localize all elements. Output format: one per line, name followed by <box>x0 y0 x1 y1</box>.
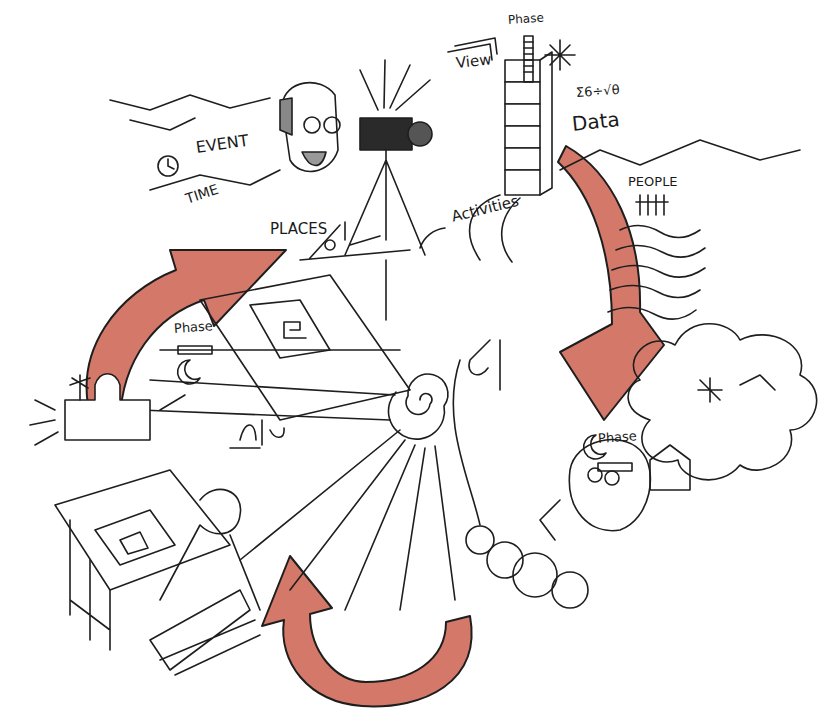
sketch-label: Activities <box>450 194 520 225</box>
tower-block <box>505 82 540 104</box>
house <box>65 374 150 440</box>
spark <box>545 40 575 70</box>
chain-circle <box>513 553 557 597</box>
glasses <box>304 117 320 133</box>
tripod <box>345 150 425 255</box>
sketch-label: PEOPLE <box>628 175 678 188</box>
plan-spiral <box>284 322 306 338</box>
sketch-label: TIME <box>184 182 220 206</box>
designer-figure <box>160 489 260 610</box>
chain-circle <box>552 572 588 608</box>
drawing-on-board <box>95 510 175 565</box>
sketch-label: View <box>455 52 492 71</box>
table-legs <box>70 520 110 650</box>
tower-block <box>505 104 540 126</box>
phase-ladder <box>598 463 632 471</box>
glasses <box>605 471 619 485</box>
leader-line <box>385 260 387 320</box>
hair <box>280 98 292 135</box>
camera-lens <box>408 122 432 146</box>
sketch-label: EVENT <box>195 133 250 156</box>
sketch-label: PLACES <box>270 222 327 237</box>
tower-side <box>540 52 552 195</box>
sketch-line <box>110 95 270 110</box>
sketch-label: Phase <box>174 319 214 335</box>
cloud-sketch <box>698 375 775 402</box>
thought-cloud <box>628 324 817 480</box>
tower-block <box>505 148 540 170</box>
chain-circle <box>487 542 523 578</box>
sketch-label: Data <box>571 109 621 134</box>
clock-symbol <box>158 156 178 176</box>
phase-ladder <box>178 346 212 354</box>
tower-block <box>505 170 540 195</box>
plan-sketch <box>200 275 410 420</box>
head-outline <box>569 440 650 531</box>
camera-body <box>360 118 412 150</box>
radiating-lines <box>240 430 455 610</box>
phase-ladder <box>524 36 533 82</box>
sketch-line <box>130 118 195 130</box>
tower-block <box>505 60 540 82</box>
camera-flash <box>360 60 430 110</box>
sketch-label: Σ6÷√θ <box>576 83 620 99</box>
drafting-table <box>55 470 230 590</box>
tree <box>70 375 90 400</box>
crescent <box>178 360 200 384</box>
clock-hands <box>168 159 174 169</box>
sketch-label: Phase <box>508 12 545 26</box>
sketch-label: Phase <box>598 429 638 445</box>
house-rays <box>30 395 185 445</box>
ladder-rungs <box>524 42 533 72</box>
paper-sheets <box>150 590 260 675</box>
tower-block <box>505 126 540 148</box>
hills <box>560 140 800 170</box>
glasses <box>324 117 340 133</box>
cord <box>453 360 560 540</box>
people-figures <box>636 195 668 215</box>
hook-symbol <box>469 340 500 390</box>
plan-lines <box>140 350 400 420</box>
house-small <box>650 445 690 490</box>
activity-figure <box>325 240 335 250</box>
spiral <box>388 374 447 439</box>
cycle-arrow <box>262 556 472 706</box>
beard <box>302 152 326 166</box>
script-scribble <box>230 420 284 448</box>
glasses <box>588 468 602 482</box>
wave-lines <box>608 225 705 319</box>
